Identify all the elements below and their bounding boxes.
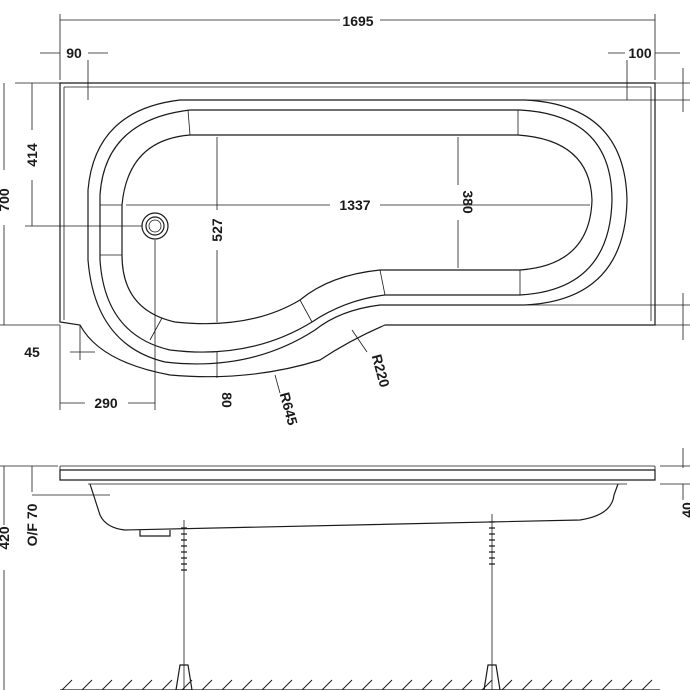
floor-hatching xyxy=(61,679,653,690)
leg-foot-right xyxy=(483,514,501,690)
dim-rim-depth: 40 xyxy=(679,502,690,518)
dim-overflow-height: O/F 70 xyxy=(24,503,40,546)
hatch-stroke xyxy=(321,679,333,690)
dim-curve-radius-large: R645 xyxy=(277,390,301,427)
outer-rim xyxy=(59,82,656,378)
dim-corner-offset: 45 xyxy=(24,344,40,360)
dim-inner-width-left: 527 xyxy=(209,218,225,242)
dim-overall-length: 1695 xyxy=(342,13,373,29)
edge-stroke-1 xyxy=(187,109,191,136)
side-view: 420 O/F 70 40 xyxy=(0,448,690,690)
hatch-stroke xyxy=(341,679,353,690)
side-rim xyxy=(59,469,656,481)
hatch-stroke xyxy=(241,679,253,690)
hatch-stroke xyxy=(81,679,93,690)
tub-outer-outline xyxy=(87,99,628,365)
hatch-stroke xyxy=(401,679,413,690)
waste-outlet-icon xyxy=(141,212,169,240)
dim-inner-width-right: 380 xyxy=(460,190,476,214)
leader-line xyxy=(351,329,368,353)
hatch-stroke xyxy=(161,679,173,690)
dim-overall-height: 420 xyxy=(0,526,12,550)
edge-stroke-8 xyxy=(299,299,313,323)
leader-line xyxy=(274,374,281,394)
dim-overall-width: 700 xyxy=(0,188,12,212)
hatch-stroke xyxy=(181,679,193,690)
hatch-stroke xyxy=(141,679,153,690)
leg-foot-left xyxy=(175,520,193,690)
hatch-stroke xyxy=(381,679,393,690)
tub-inner-outline xyxy=(99,109,613,353)
hatch-stroke xyxy=(561,679,573,690)
hatch-stroke xyxy=(121,679,133,690)
dim-left-rim: 90 xyxy=(66,45,82,61)
hatch-stroke xyxy=(221,679,233,690)
dim-right-rim: 100 xyxy=(628,45,652,61)
plan-view: 1695 90 100 75 75 414 700 xyxy=(0,13,690,427)
hatch-stroke xyxy=(521,679,533,690)
hatch-stroke xyxy=(301,679,313,690)
hatch-stroke xyxy=(541,679,553,690)
dim-curve-depth: 80 xyxy=(219,392,235,408)
edge-stroke-4 xyxy=(379,269,386,296)
hatch-stroke xyxy=(501,679,513,690)
hatch-stroke xyxy=(421,679,433,690)
edge-stroke-7 xyxy=(149,317,163,341)
hatch-stroke xyxy=(201,679,213,690)
hatch-stroke xyxy=(441,679,453,690)
dim-curve-radius-small: R220 xyxy=(369,352,393,389)
dim-waste-from-edge: 290 xyxy=(94,395,118,411)
hatch-stroke xyxy=(461,679,473,690)
hatch-stroke xyxy=(61,679,73,690)
hatch-stroke xyxy=(261,679,273,690)
dim-waste-offset: 414 xyxy=(24,143,40,167)
hatch-stroke xyxy=(101,679,113,690)
hatch-stroke xyxy=(281,679,293,690)
hatch-stroke xyxy=(641,679,653,690)
hatch-stroke xyxy=(361,679,373,690)
hatch-stroke xyxy=(481,679,493,690)
side-body xyxy=(89,483,619,531)
side-waste-icon xyxy=(139,530,171,537)
hatch-stroke xyxy=(601,679,613,690)
hatch-stroke xyxy=(621,679,633,690)
dim-inner-length: 1337 xyxy=(339,197,370,213)
hatch-stroke xyxy=(581,679,593,690)
